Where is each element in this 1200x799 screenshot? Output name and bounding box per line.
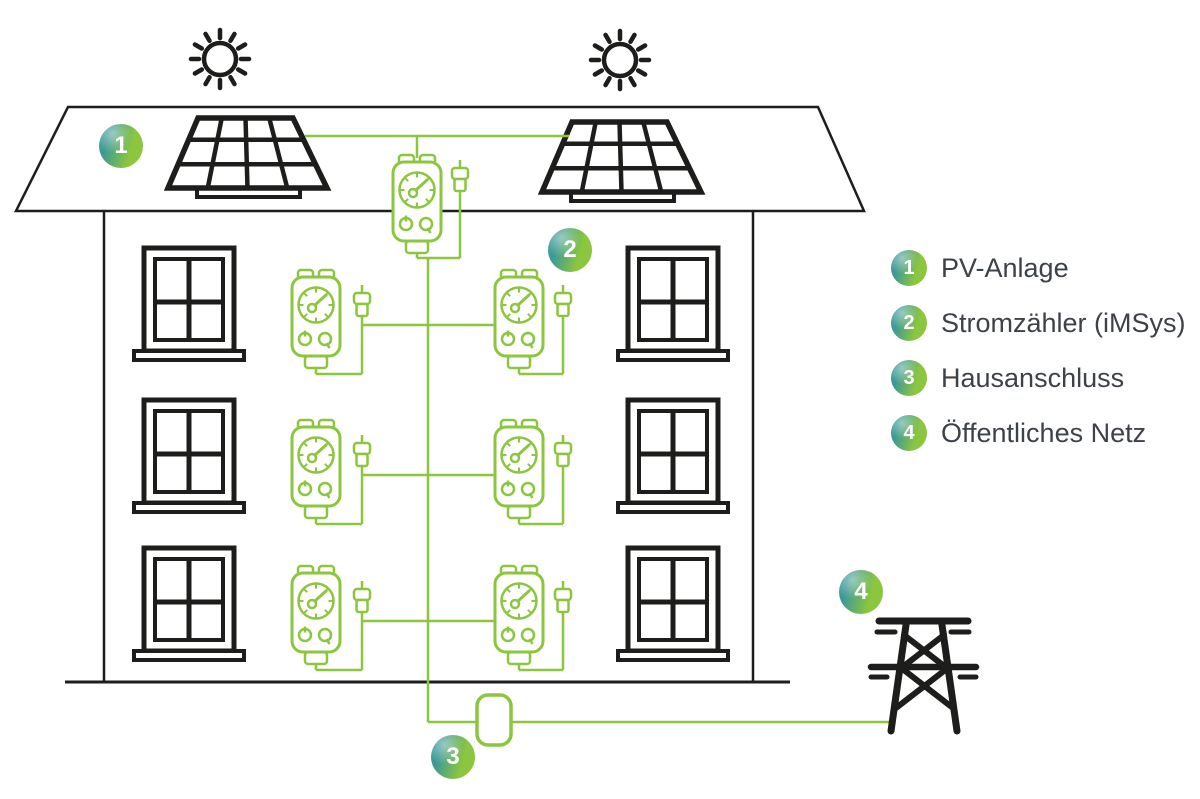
legend-label: Stromzähler (iMSys)	[941, 307, 1186, 338]
marker-pv-anlage: 1	[99, 124, 143, 168]
window	[134, 248, 244, 360]
smart-meter-icon	[493, 564, 545, 666]
legend-label: Hausanschluss	[941, 362, 1125, 393]
marker-stromzaehler: 2	[548, 228, 592, 272]
window	[618, 400, 728, 512]
smart-meter-icon	[493, 418, 545, 520]
wiring	[305, 134, 891, 724]
legend-badge-3: 3	[891, 360, 927, 396]
smart-meter-icon	[290, 268, 342, 370]
smart-meter-icon	[290, 564, 342, 666]
window	[134, 400, 244, 512]
marker-oeffentliches-netz: 4	[839, 570, 883, 614]
legend-label: PV-Anlage	[941, 252, 1069, 283]
legend-item-stromzaehler: 2 Stromzähler (iMSys)	[891, 305, 1186, 341]
marker-hausanschluss: 3	[431, 735, 475, 779]
fuse-icon	[352, 433, 372, 468]
sun-icon	[591, 31, 649, 89]
house-connection-box	[475, 693, 513, 747]
smart-meter-icon	[493, 268, 545, 370]
legend-badge-2: 2	[891, 305, 927, 341]
fuse-icon	[553, 433, 573, 468]
fuse-icon	[553, 579, 573, 614]
legend-badge-1: 1	[891, 250, 927, 286]
windows	[134, 248, 728, 660]
pylon-icon	[867, 617, 980, 735]
legend-item-pv-anlage: 1 PV-Anlage	[891, 250, 1186, 286]
fuse-icon	[352, 283, 372, 318]
fuse-icon	[352, 579, 372, 614]
smart-meters	[290, 153, 545, 666]
legend-item-hausanschluss: 3 Hausanschluss	[891, 360, 1186, 396]
legend-badge-4: 4	[891, 415, 927, 451]
fuses	[352, 158, 573, 614]
sun-icon	[191, 30, 249, 88]
window	[618, 248, 728, 360]
legend-label: Öffentliches Netz	[941, 417, 1147, 448]
legend: 1 PV-Anlage 2 Stromzähler (iMSys) 3 Haus…	[891, 250, 1186, 451]
smart-meter-icon-roof	[391, 153, 443, 255]
window	[618, 548, 728, 660]
smart-meter-icon	[290, 418, 342, 520]
fuse-icon	[553, 283, 573, 318]
window	[134, 548, 244, 660]
legend-item-oeffentliches-netz: 4 Öffentliches Netz	[891, 415, 1186, 451]
